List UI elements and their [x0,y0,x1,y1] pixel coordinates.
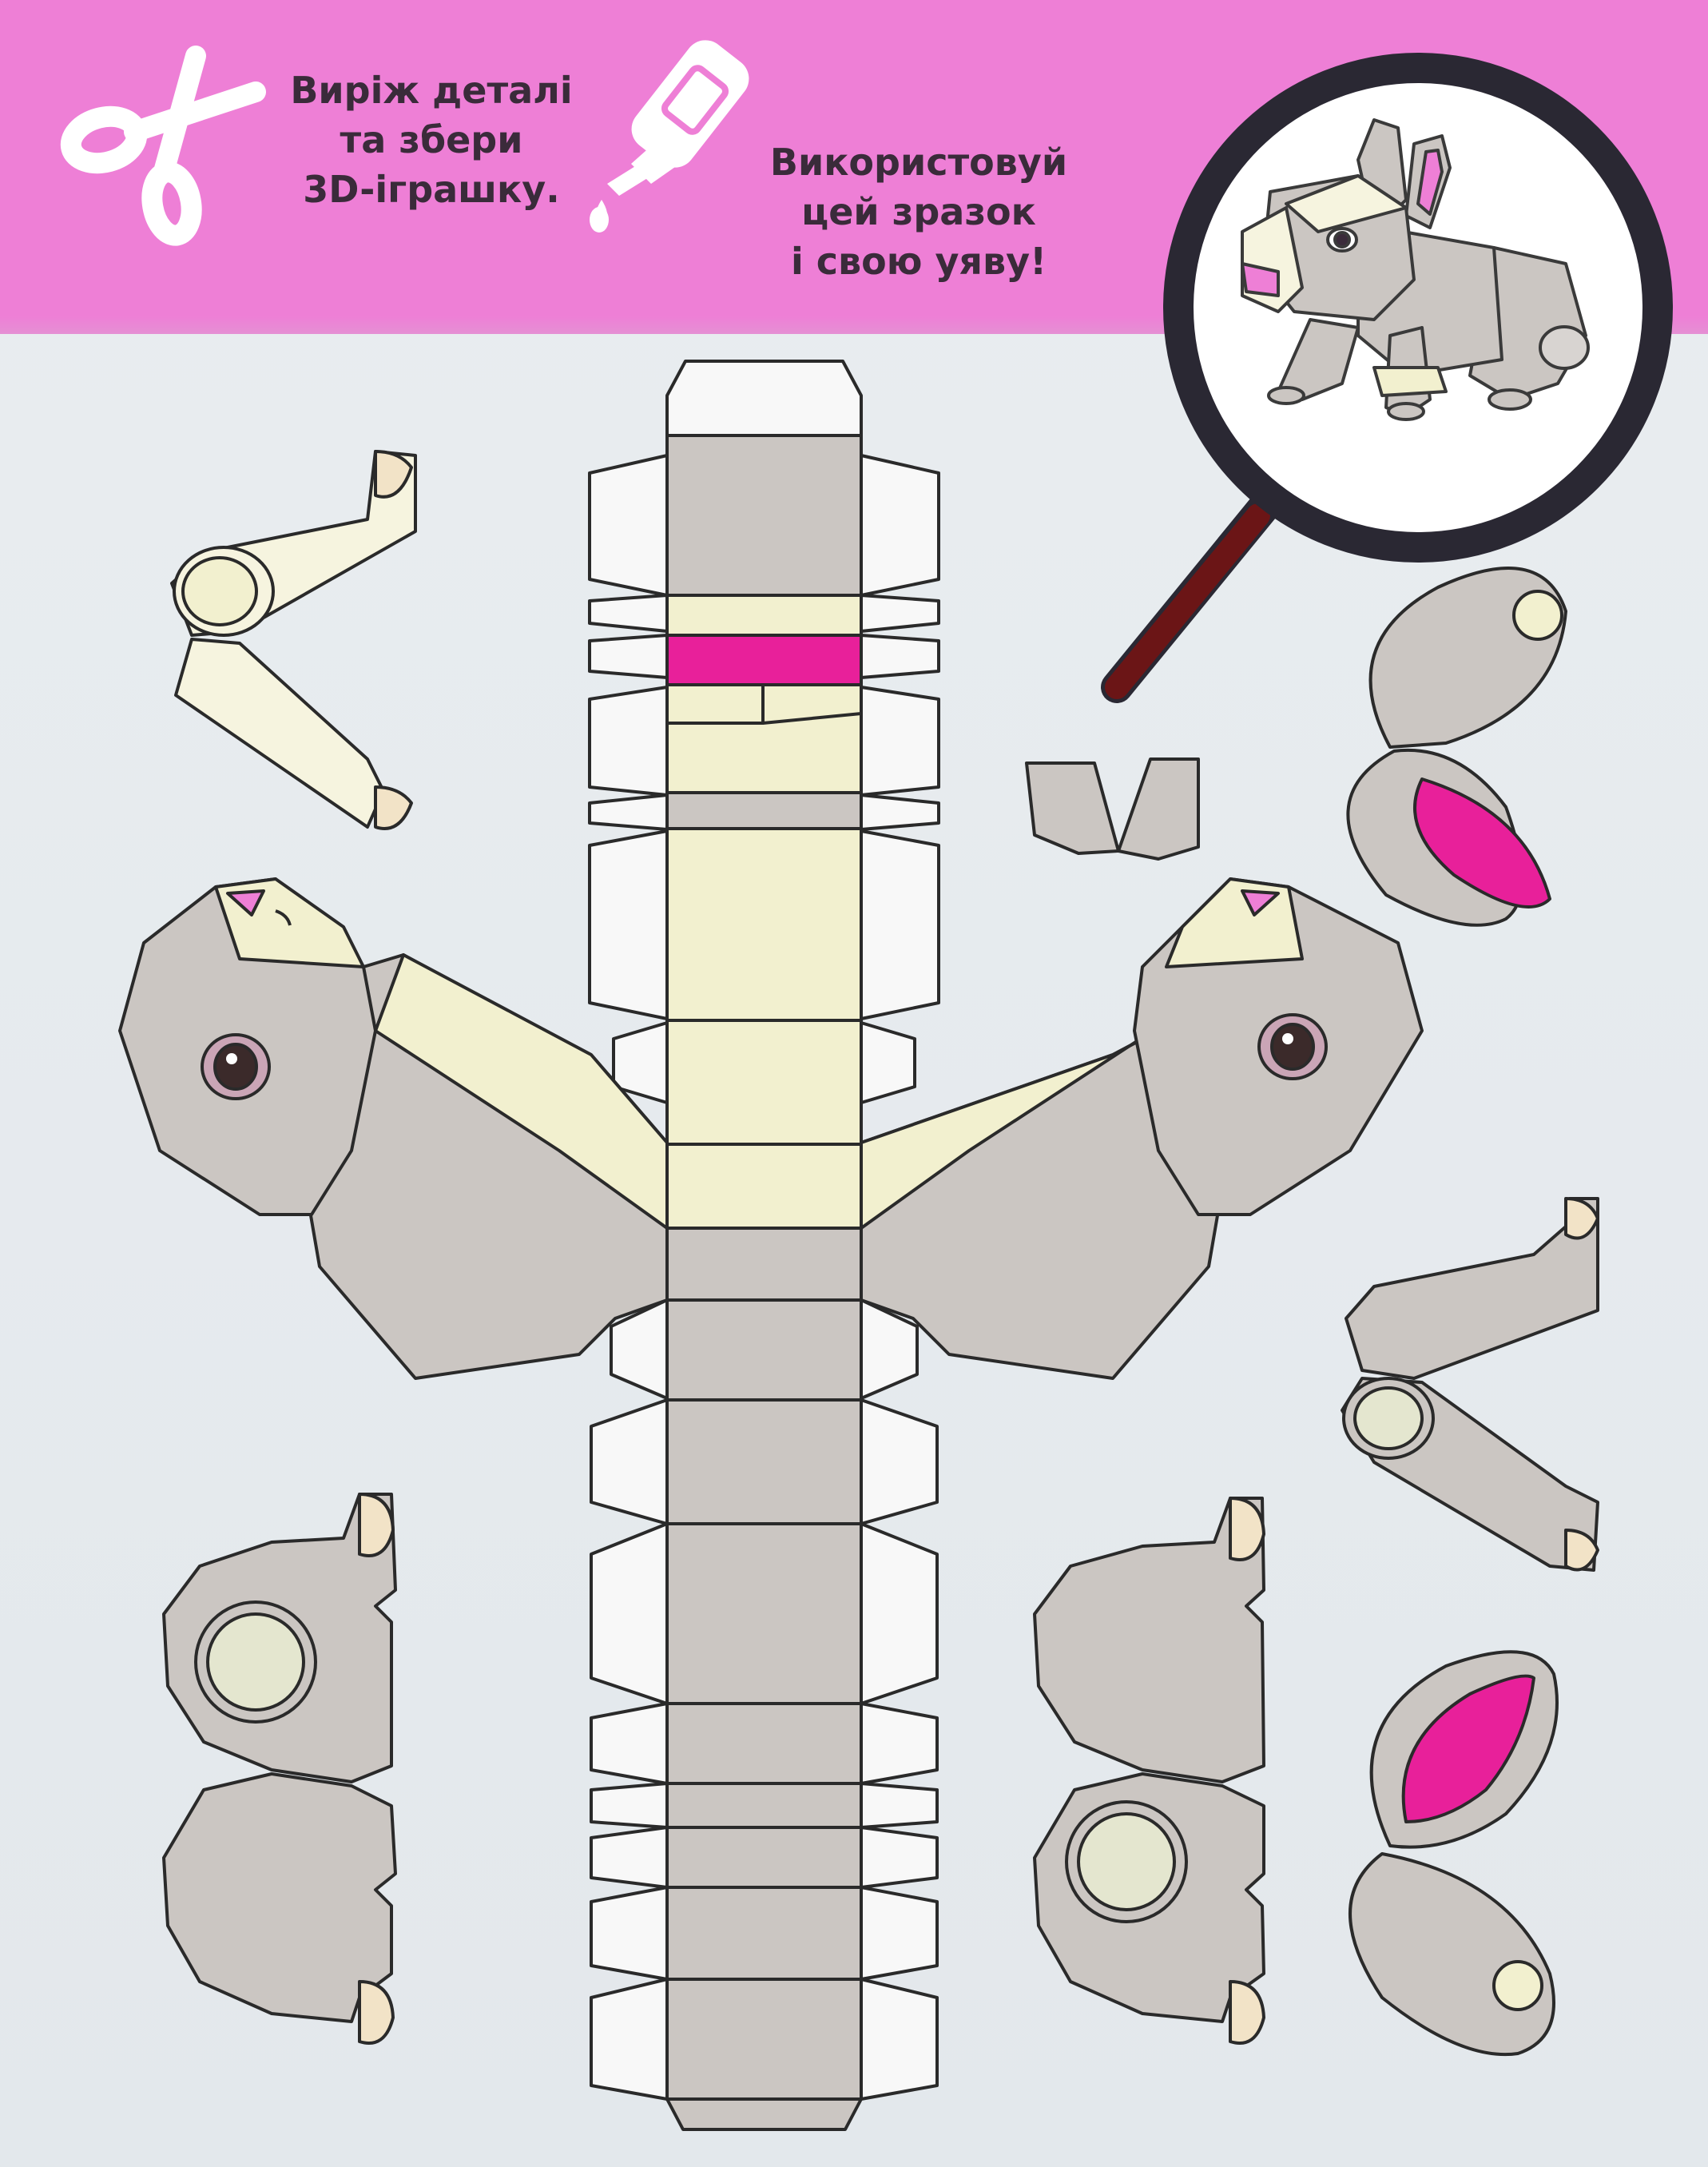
hind-legs-right [1341,1197,1599,1572]
instruction-use-sample: Використовуй цей зразок і свою уяву! [769,141,1068,283]
ears-right-top [1346,567,1567,927]
tail-piece [1025,757,1200,861]
body-strip [588,360,940,2131]
magnifying-glass-icon [1101,53,1673,703]
left-head-piece [118,877,669,1380]
right-head-piece [860,877,1424,1380]
haunch-right [1033,1497,1265,2045]
scissors-icon [60,46,266,246]
haunch-left [162,1493,397,2045]
glue-bottle-icon [590,40,749,233]
instruction-cut-and-assemble: Виріж деталі та збери 3D-іграшку. [290,69,573,211]
front-legs-left [170,450,417,830]
ears-right-bottom [1349,1650,1559,2057]
